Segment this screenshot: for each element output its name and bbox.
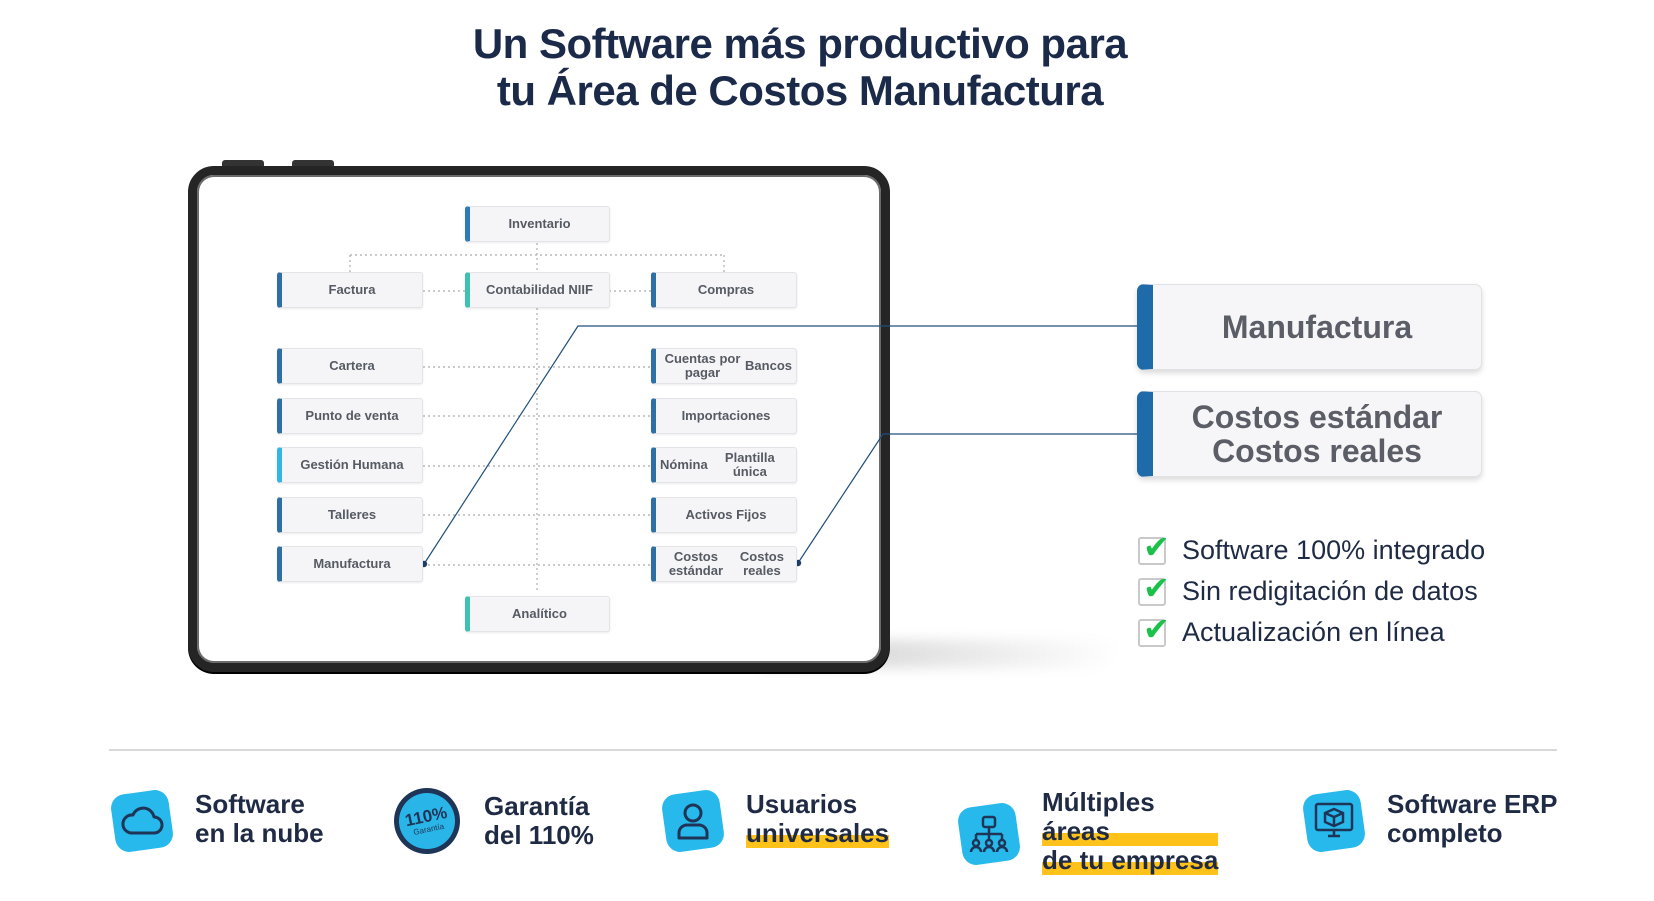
checklist-item: ✔ Actualización en línea: [1138, 612, 1485, 653]
org-box-label: Talleres: [327, 507, 377, 522]
feature-areas-line2: de tu empresa: [1042, 845, 1219, 875]
org-box-label: Importaciones: [681, 408, 771, 423]
user-icon: [660, 788, 726, 854]
callout-manufactura: Manufactura: [1137, 284, 1482, 370]
feature-erp: Software ERP completo: [1301, 788, 1558, 854]
section-divider: [109, 749, 1557, 751]
checkbox-icon: ✔: [1138, 613, 1170, 647]
org-box-compras[interactable]: Compras: [651, 272, 797, 308]
org-box-gestion-humana[interactable]: Gestión Humana: [277, 447, 423, 483]
feature-areas: Múltiples áreas de tu empresa: [956, 787, 1219, 875]
tablet-button-1: [222, 160, 264, 166]
feature-guarantee-line2: del 110%: [484, 820, 594, 850]
org-box-label: Contabilidad NIIF: [486, 282, 593, 297]
org-box-label: Inventario: [508, 216, 571, 231]
feature-cloud-line1: Software: [195, 789, 305, 819]
page-title: Un Software más productivo para tu Área …: [0, 20, 1600, 114]
check-mark-icon: ✔: [1143, 569, 1170, 606]
feature-erp-line1: Software ERP: [1387, 789, 1558, 819]
cloud-icon: [109, 788, 175, 854]
checklist-text: Software 100% integrado: [1182, 535, 1486, 565]
checklist-text: Sin redigitación de datos: [1182, 576, 1478, 606]
checkbox-icon: ✔: [1138, 531, 1170, 565]
org-box-label: Cartera: [329, 358, 375, 373]
org-box-label: Analítico: [512, 606, 567, 621]
callout-manufactura-label: Manufactura: [1221, 308, 1413, 345]
org-box-nomina[interactable]: Nómina Plantilla única: [651, 447, 797, 483]
org-structure-icon: [956, 800, 1022, 867]
feature-erp-line2: completo: [1387, 818, 1503, 848]
org-box-costos[interactable]: Costos estándar Costos reales: [651, 546, 797, 582]
org-box-label: Compras: [697, 282, 755, 297]
org-box-cuentas-por-pagar[interactable]: Cuentas por pagar Bancos: [651, 348, 797, 384]
feature-guarantee: 110% Garantía Garantía del 110%: [393, 787, 594, 855]
checklist-item: ✔ Sin redigitación de datos: [1138, 571, 1485, 612]
org-box-label-line1: Costos estándar: [668, 549, 724, 578]
org-box-label: Gestión Humana: [300, 457, 404, 472]
feature-users-line1: Usuarios: [746, 789, 858, 819]
org-box-talleres[interactable]: Talleres: [277, 497, 423, 533]
computer-box-icon: [1301, 788, 1367, 854]
benefits-checklist: ✔ Software 100% integrado ✔ Sin redigita…: [1138, 530, 1485, 653]
callout-costos-line1: Costos estándar: [1191, 399, 1443, 435]
feature-cloud-line2: en la nube: [195, 818, 324, 848]
org-box-contabilidad[interactable]: Contabilidad NIIF: [465, 272, 610, 308]
org-box-importaciones[interactable]: Importaciones: [651, 398, 797, 434]
feature-areas-line1b: áreas: [1042, 817, 1219, 846]
feature-guarantee-line1: Garantía: [484, 791, 590, 821]
org-box-label-line2: Costos reales: [739, 549, 784, 578]
feature-cloud-text: Software en la nube: [195, 790, 324, 848]
feature-users-text: Usuarios universales: [746, 789, 890, 848]
org-box-label-line1: Nómina: [660, 457, 708, 472]
check-mark-icon: ✔: [1143, 528, 1170, 565]
feature-areas-text: Múltiples áreas de tu empresa: [1042, 787, 1219, 875]
org-box-manufactura[interactable]: Manufactura: [277, 546, 423, 582]
callout-costos-line2: Costos reales: [1212, 433, 1422, 469]
feature-users-line2: universales: [746, 818, 890, 848]
org-box-label-line2: Plantilla única: [724, 450, 775, 479]
feature-guarantee-text: Garantía del 110%: [484, 792, 594, 850]
org-box-punto-de-venta[interactable]: Punto de venta: [277, 398, 423, 434]
checklist-text: Actualización en línea: [1182, 617, 1445, 647]
title-line-1: Un Software más productivo para: [472, 20, 1128, 67]
title-line-2: tu Área de Costos Manufactura: [496, 67, 1104, 114]
feature-erp-text: Software ERP completo: [1387, 790, 1558, 848]
org-box-cartera[interactable]: Cartera: [277, 348, 423, 384]
org-box-label: Manufactura: [313, 556, 391, 571]
org-box-label: Activos Fijos: [685, 507, 767, 522]
guarantee-badge-icon: 110% Garantía: [393, 787, 461, 855]
org-box-inventario[interactable]: Inventario: [465, 206, 610, 242]
org-box-label: Punto de venta: [305, 408, 399, 423]
feature-areas-line1a: Múltiples: [1042, 787, 1155, 817]
check-mark-icon: ✔: [1143, 610, 1170, 647]
feature-users: Usuarios universales: [660, 788, 890, 854]
checkbox-icon: ✔: [1138, 572, 1170, 606]
feature-cloud: Software en la nube: [109, 788, 324, 854]
org-box-label-line2: Bancos: [745, 358, 792, 373]
org-box-factura[interactable]: Factura: [277, 272, 423, 308]
org-box-label-line1: Cuentas por pagar: [664, 351, 741, 380]
checklist-item: ✔ Software 100% integrado: [1138, 530, 1485, 571]
tablet-button-2: [292, 160, 334, 166]
org-box-label: Factura: [328, 282, 376, 297]
org-box-activos-fijos[interactable]: Activos Fijos: [651, 497, 797, 533]
org-box-analitico[interactable]: Analítico: [465, 596, 610, 632]
callout-costos: Costos estándar Costos reales: [1137, 391, 1482, 477]
